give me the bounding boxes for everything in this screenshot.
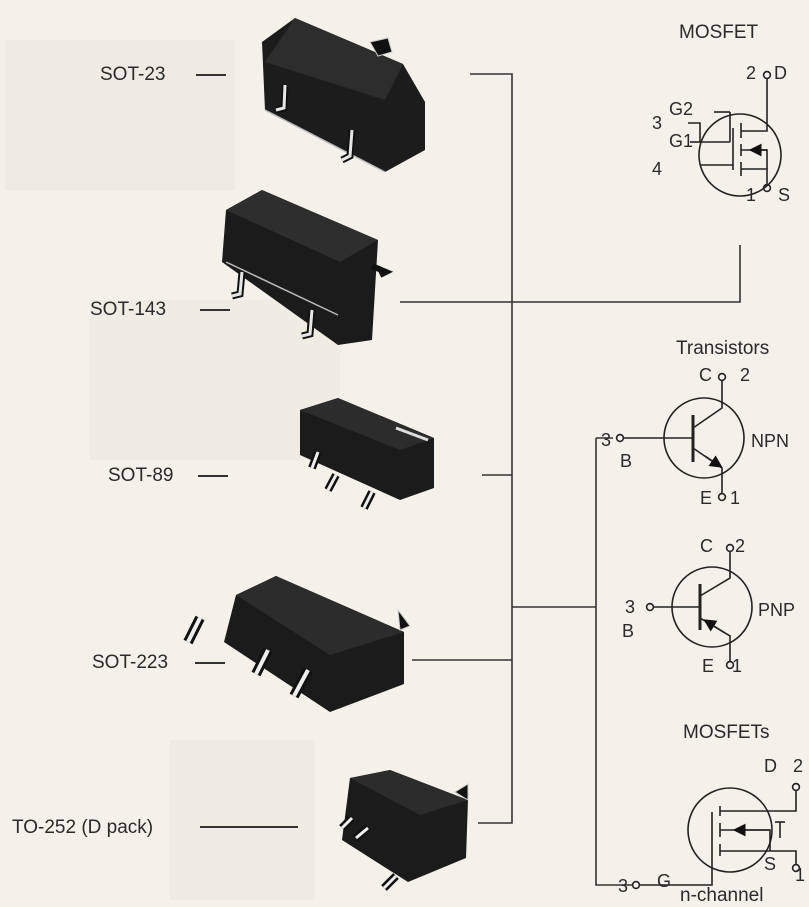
mosfets-pin-s-number: 1 <box>795 865 806 885</box>
mosfets-subtitle: n-channel <box>680 885 764 906</box>
npn-pin-e-number: 1 <box>730 488 741 508</box>
pnp-pin-c-number: 2 <box>735 536 746 556</box>
sot-223-package <box>183 576 411 712</box>
npn-pin-b: B <box>620 451 633 471</box>
sot-143-package <box>222 190 394 345</box>
leader-line-sot-23 <box>196 74 226 76</box>
connector-lines <box>400 73 741 886</box>
mosfets-pin-d: D <box>764 756 777 776</box>
leader-line-sot-89 <box>198 475 228 477</box>
pnp-pin-e-number: 1 <box>732 656 743 676</box>
mosfets-pin-g-number: 3 <box>618 876 629 896</box>
mosfets-title: MOSFETs <box>683 722 770 743</box>
npn-pin-c: C <box>699 365 712 385</box>
mosfet-top-pin-s-number: 1 <box>746 185 757 205</box>
pnp-symbol <box>645 543 753 670</box>
mosfet-top-pin-g2-number: 3 <box>652 113 663 133</box>
mosfets-pin-d-number: 2 <box>793 756 804 776</box>
to-252-package <box>339 770 469 891</box>
pnp-label: PNP <box>758 600 796 620</box>
sot-23-package <box>262 18 425 173</box>
mosfet-top-title: MOSFET <box>679 22 759 43</box>
mosfet-top-pin-d-number: 2 <box>746 63 757 83</box>
mosfet-top-pin-g1: G1 <box>669 131 694 151</box>
npn-pin-b-number: 3 <box>601 430 612 450</box>
npn-pin-e: E <box>700 488 713 508</box>
package-label-sot-23: SOT-23 <box>100 64 166 85</box>
package-label-sot-89: SOT-89 <box>108 465 174 486</box>
npn-label: NPN <box>751 431 790 451</box>
n-channel-mosfet-symbol <box>631 782 801 890</box>
package-label-sot-143: SOT-143 <box>90 299 167 320</box>
leader-line-to-252 <box>200 826 298 828</box>
leader-line-sot-143 <box>200 309 230 311</box>
pnp-pin-c: C <box>700 536 713 556</box>
mosfets-pin-s: S <box>764 854 777 874</box>
sot-89-package <box>300 398 434 510</box>
npn-symbol <box>615 372 745 502</box>
mosfet-top-pin-g1-number: 4 <box>652 159 663 179</box>
mosfets-pin-g: G <box>657 871 672 891</box>
mosfet-top-pin-d: D <box>774 63 787 83</box>
mosfet-top-symbol <box>688 70 782 197</box>
package-label-to-252: TO-252 (D pack) <box>12 817 154 838</box>
pnp-pin-b-number: 3 <box>625 597 636 617</box>
pnp-pin-b: B <box>622 621 635 641</box>
package-label-sot-223: SOT-223 <box>92 652 169 673</box>
leader-line-sot-223 <box>195 662 225 664</box>
mosfet-top-pin-s: S <box>778 185 791 205</box>
transistors-title: Transistors <box>676 338 770 359</box>
mosfet-top-pin-g2: G2 <box>669 99 694 119</box>
pnp-pin-e: E <box>702 656 715 676</box>
npn-pin-c-number: 2 <box>740 365 751 385</box>
